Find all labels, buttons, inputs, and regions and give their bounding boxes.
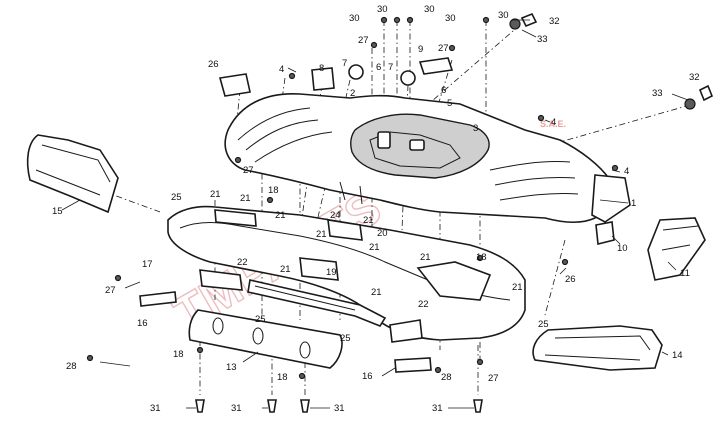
callout-25: 25 [255,314,266,325]
callout-21: 21 [420,252,431,263]
part-7-grommet-a [348,64,364,80]
callout-32: 32 [549,16,560,27]
callout-4: 4 [551,117,556,128]
callout-19: 19 [326,267,337,278]
leader-lines [61,19,689,409]
callout-16: 16 [362,371,373,382]
callout-3: 3 [473,123,478,134]
callout-26: 26 [565,274,576,285]
part-10-bracket [595,221,615,245]
part-19-bracket [299,257,339,281]
part-16-strip-a [139,291,177,307]
part-21-front-bracket [214,209,257,227]
callout-6: 6 [441,85,446,96]
callout-31: 31 [150,403,161,414]
callout-21: 21 [275,210,286,221]
fasteners [86,12,714,413]
callout-9: 9 [418,44,423,55]
callout-27: 27 [438,43,449,54]
callout-25: 25 [538,319,549,330]
small-parts [139,57,615,373]
callout-21: 21 [210,189,221,200]
callout-18: 18 [476,252,487,263]
callout-21: 21 [280,264,291,275]
callout-24: 24 [330,210,341,221]
callout-4: 4 [624,166,629,177]
lower-frame-panel [167,205,526,341]
callout-21: 21 [512,282,523,293]
callout-30: 30 [498,10,509,21]
callout-11: 11 [680,268,690,279]
callout-30: 30 [349,13,360,24]
callout-21: 21 [316,229,327,240]
callout-1: 1 [631,198,636,209]
callout-28: 28 [441,372,452,383]
callout-25: 25 [340,333,351,344]
callout-21: 21 [371,287,382,298]
callout-16: 16 [137,318,148,329]
callout-28: 28 [66,361,77,372]
callout-25: 25 [171,192,182,203]
part-8-clip [311,67,335,91]
callout-labels: 30 30 30 30 30 32 33 27 27 26 4 8 7 6 7 … [52,4,700,414]
callout-27: 27 [105,285,116,296]
right-trim-piece [647,217,706,281]
part-26-block [218,73,251,97]
callout-31: 31 [231,403,242,414]
callout-27: 27 [243,165,254,176]
callout-30: 30 [445,13,456,24]
callout-17: 17 [142,259,153,270]
callout-33: 33 [652,88,663,99]
part-21-rear-bracket [416,261,492,301]
callout-2: 2 [350,88,355,99]
callout-20: 20 [377,228,388,239]
part-9-clip [418,57,454,75]
callout-27: 27 [488,373,499,384]
part-22-bracket-a [199,269,243,291]
callout-27: 27 [358,35,369,46]
callout-13: 13 [226,362,237,373]
left-side-fender [26,134,119,214]
callout-22: 22 [418,299,429,310]
callout-21: 21 [240,193,251,204]
callout-10: 10 [617,243,628,254]
callout-31: 31 [432,403,443,414]
main-body-panel [224,93,631,223]
part-22-bracket-b [389,319,423,343]
part-24-bracket [327,219,363,241]
callout-18: 18 [268,185,279,196]
callout-33: 33 [537,34,548,45]
callout-30: 30 [377,4,388,15]
watermark-suffix: S.A.E. [540,119,566,129]
part-7-grommet-b [400,70,416,86]
callout-30: 30 [424,4,435,15]
callout-8: 8 [319,63,324,74]
callout-31: 31 [334,403,345,414]
callout-4: 4 [279,64,284,75]
callout-6: 6 [376,62,381,73]
right-side-cover [532,325,663,371]
callout-14: 14 [672,350,683,361]
callout-32: 32 [689,72,700,83]
callout-26: 26 [208,59,219,70]
callout-22: 22 [237,257,248,268]
callout-7: 7 [342,58,347,69]
callout-21: 21 [363,215,374,226]
bumper-plate [188,309,343,369]
callout-18: 18 [173,349,184,360]
part-16-strip-b [394,357,432,373]
callout-5: 5 [447,98,452,109]
callout-18: 18 [277,372,288,383]
callout-21: 21 [369,242,380,253]
callout-7: 7 [388,62,393,73]
callout-15: 15 [52,206,63,217]
